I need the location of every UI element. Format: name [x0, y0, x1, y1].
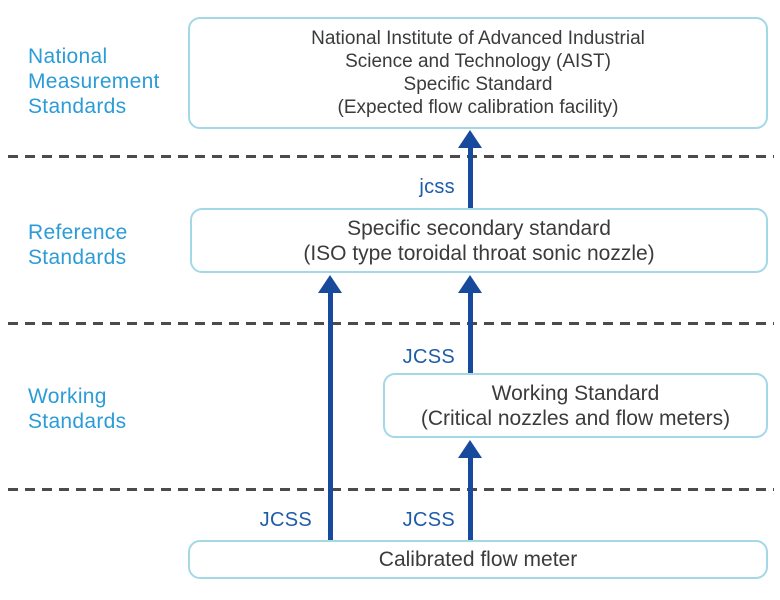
tier-label-reference-standards: Reference Standards — [28, 220, 128, 270]
arrow-shaft — [467, 292, 473, 373]
box-text-line: Working Standard — [491, 381, 660, 405]
tier-label-line: Measurement — [28, 70, 160, 93]
arrow-up-icon — [458, 130, 482, 148]
tier-divider-reference-working — [8, 322, 774, 325]
box-aist-specific-standard: National Institute of Advanced Industria… — [188, 17, 768, 129]
box-text-line: (Critical nozzles and flow meters) — [420, 406, 731, 430]
jcss-label-calibrated-to-reference: JCSS — [259, 509, 312, 531]
box-text-line: Specific Standard — [403, 74, 553, 95]
box-text-line: Calibrated flow meter — [378, 548, 578, 571]
box-working-standard: Working Standard (Critical nozzles and f… — [383, 373, 768, 438]
arrow-up-icon — [458, 275, 482, 293]
box-text-line: Specific secondary standard — [347, 216, 611, 240]
tier-label-line: Reference — [28, 221, 128, 244]
arrow-shaft — [467, 147, 473, 208]
box-specific-secondary-standard: Specific secondary standard (ISO type to… — [190, 208, 768, 273]
tier-label-line: Working — [28, 385, 107, 408]
box-text-line: National Institute of Advanced Industria… — [311, 28, 645, 49]
tier-label-line: Standards — [28, 410, 127, 433]
tier-divider-working-calibrated — [8, 488, 774, 491]
box-calibrated-flow-meter: Calibrated flow meter — [188, 540, 768, 579]
tier-label-line: Standards — [28, 95, 127, 118]
jcss-label-calibrated-to-working: JCSS — [402, 509, 455, 531]
jcss-label-reference-to-national: jcss — [419, 176, 455, 198]
tier-label-line: National — [28, 45, 108, 68]
tier-label-line: Standards — [28, 246, 127, 269]
tier-divider-national-reference — [8, 155, 774, 158]
tier-label-working-standards: Working Standards — [28, 384, 126, 434]
box-text-line: (ISO type toroidal throat sonic nozzle) — [303, 241, 655, 265]
arrow-up-icon — [318, 275, 342, 293]
box-text-line: (Expected flow calibration facility) — [337, 97, 619, 118]
tier-label-national-measurement-standards: National Measurement Standards — [28, 44, 160, 119]
arrow-up-icon — [458, 440, 482, 458]
arrow-shaft — [467, 457, 473, 540]
arrow-shaft — [327, 292, 333, 540]
box-text-line: Science and Technology (AIST) — [345, 51, 611, 72]
jcss-label-working-to-reference: JCSS — [402, 346, 455, 368]
